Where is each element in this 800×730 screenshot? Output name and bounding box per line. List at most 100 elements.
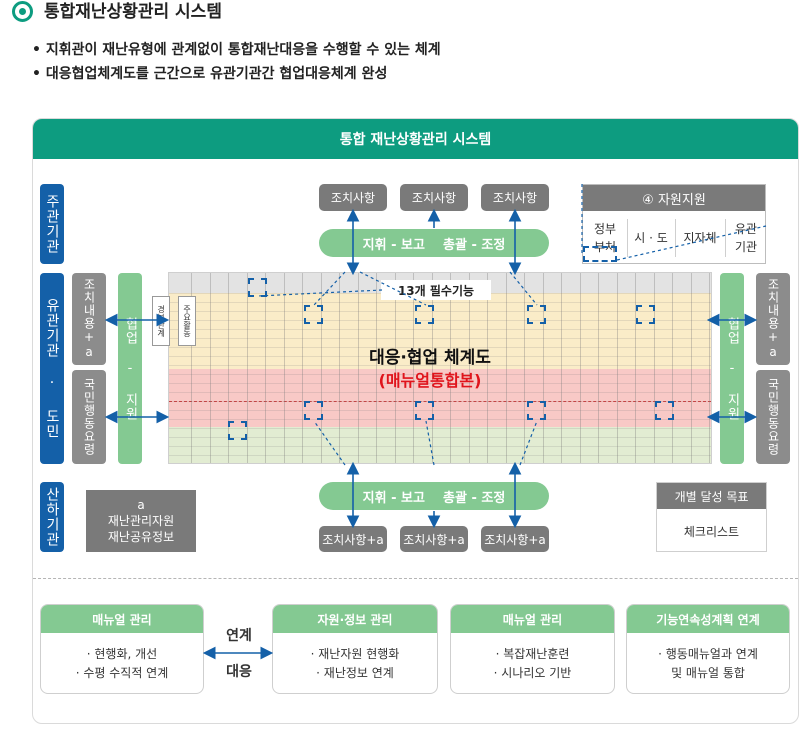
top-action-2: 조치사항 bbox=[400, 184, 468, 211]
matrix-grid-line bbox=[169, 383, 711, 384]
matrix-overlay-subtitle: (매뉴얼통합본) bbox=[378, 371, 482, 390]
resource-support-title: ④ 자원지원 bbox=[583, 185, 765, 211]
right-citizen-text: 국민행동요령 bbox=[766, 378, 780, 456]
matrix-grid-line bbox=[169, 302, 711, 303]
bottom-action-1: 조치사항+a bbox=[319, 526, 387, 552]
highlight-marker bbox=[655, 401, 674, 420]
side-label-sub-agency-text: 산하기관 bbox=[44, 487, 60, 547]
card-3-title: 매뉴얼 관리 bbox=[451, 605, 614, 633]
bullet-text-1: 지휘관이 재난유형에 관계없이 통합재난대응을 수행할 수 있는 체계 bbox=[32, 40, 441, 60]
card-4-line-2: 및 매뉴얼 통합 bbox=[671, 666, 745, 680]
left-citizen-text: 국민행동요령 bbox=[82, 378, 96, 456]
highlight-marker bbox=[527, 305, 546, 324]
matrix-grid-line bbox=[395, 273, 396, 463]
side-label-main-agency-text: 주관기관 bbox=[44, 194, 60, 254]
collaboration-matrix-image bbox=[168, 272, 712, 464]
matrix-grid-line bbox=[506, 273, 507, 463]
matrix-grid-line bbox=[598, 273, 599, 463]
bottom-action-3: 조치사항+a bbox=[481, 526, 549, 552]
highlight-marker bbox=[248, 278, 267, 297]
top-action-3: 조치사항 bbox=[481, 184, 549, 211]
matrix-grid-line bbox=[284, 273, 285, 463]
matrix-grid-line bbox=[561, 273, 562, 463]
goal-title: 개별 달성 목표 bbox=[657, 483, 766, 509]
left-support-bar: 협업 - 지원 bbox=[118, 273, 142, 464]
highlight-marker bbox=[527, 401, 546, 420]
matrix-grid-line bbox=[672, 273, 673, 463]
right-action-box: 조치내용+a bbox=[756, 273, 790, 365]
matrix-grid-line bbox=[358, 273, 359, 463]
card-4-body: · 행동매뉴얼과 연계 및 매뉴얼 통합 bbox=[627, 633, 789, 693]
matrix-grid-line bbox=[210, 273, 211, 463]
card-2-line-2: · 재난정보 연계 bbox=[316, 666, 394, 680]
main-activity-text: 주요활동 bbox=[182, 305, 192, 337]
matrix-grid-line bbox=[228, 273, 229, 463]
matrix-grid-line bbox=[321, 273, 322, 463]
card-4-title: 기능연속성계획 연계 bbox=[627, 605, 789, 633]
left-support-text: 협업 - 지원 bbox=[122, 316, 138, 421]
right-support-bar: 협업 - 지원 bbox=[720, 273, 744, 464]
right-action-text: 조치내용+a bbox=[766, 278, 780, 360]
left-action-text: 조치내용+a bbox=[82, 278, 96, 360]
essential-functions-label: 13개 필수기능 bbox=[381, 280, 491, 300]
matrix-grid-line bbox=[487, 273, 488, 463]
main-activity-label: 주요활동 bbox=[178, 296, 196, 346]
matrix-grid-line bbox=[247, 273, 248, 463]
individual-goal-box: 개별 달성 목표 체크리스트 bbox=[656, 482, 767, 552]
card-1-line-2: · 수평 수직적 연계 bbox=[75, 666, 169, 680]
matrix-grid-line bbox=[169, 455, 711, 456]
matrix-grid-line bbox=[169, 428, 711, 429]
left-action-box: 조치내용+a bbox=[72, 273, 106, 365]
response-label: 대응 bbox=[226, 664, 252, 680]
bottom-action-2: 조치사항+a bbox=[400, 526, 468, 552]
matrix-grid-line bbox=[432, 273, 433, 463]
side-label-main-agency: 주관기관 bbox=[40, 184, 64, 264]
card-2-title: 자원·정보 관리 bbox=[273, 605, 437, 633]
matrix-grid-line bbox=[169, 320, 711, 321]
matrix-grid-line bbox=[302, 273, 303, 463]
matrix-grid-line bbox=[169, 356, 711, 357]
left-citizen-box: 국민행동요령 bbox=[72, 370, 106, 464]
resource-support-box: ④ 자원지원 정부부처 시 · 도 지자체 유관기관 bbox=[582, 184, 766, 264]
matrix-grid-line bbox=[654, 273, 655, 463]
matrix-grid-line bbox=[691, 273, 692, 463]
bullet-text-2: 대응협업체계도를 근간으로 유관기관간 협업대응체계 완성 bbox=[32, 64, 388, 84]
goal-body: 체크리스트 bbox=[683, 524, 740, 539]
card-1-title: 매뉴얼 관리 bbox=[41, 605, 203, 633]
matrix-grid-line bbox=[469, 273, 470, 463]
matrix-grid-line bbox=[450, 273, 451, 463]
card-1-line-1: · 현행화, 개선 bbox=[86, 647, 158, 661]
matrix-grid-line bbox=[169, 446, 711, 447]
card-3-body: · 복잡재난훈련 · 시나리오 기반 bbox=[451, 633, 614, 693]
highlight-marker bbox=[415, 401, 434, 420]
highlight-marker bbox=[636, 305, 655, 324]
right-support-text: 협업 - 지원 bbox=[724, 316, 740, 421]
resource-item-3: 지자체 bbox=[683, 230, 717, 245]
matrix-grid-line bbox=[413, 273, 414, 463]
resource-item-2: 시 · 도 bbox=[634, 230, 668, 245]
side-label-sub-agency: 산하기관 bbox=[40, 482, 64, 552]
card-2-body: · 재난자원 현행화 · 재난정보 연계 bbox=[273, 633, 437, 693]
card-resource-info-management: 자원·정보 관리 · 재난자원 현행화 · 재난정보 연계 bbox=[272, 604, 438, 694]
top-action-1: 조치사항 bbox=[319, 184, 387, 211]
matrix-grid-line bbox=[169, 410, 711, 411]
card-3-line-1: · 복잡재난훈련 bbox=[495, 647, 570, 661]
resource-divider bbox=[627, 219, 628, 257]
matrix-grid-line bbox=[191, 273, 192, 463]
resource-divider bbox=[725, 219, 726, 257]
card-manual-management: 매뉴얼 관리 · 현행화, 개선 · 수평 수직적 연계 bbox=[40, 604, 204, 694]
right-citizen-box: 국민행동요령 bbox=[756, 370, 790, 464]
matrix-grid-line bbox=[169, 329, 711, 330]
sub-agency-line-3: 재난공유정보 bbox=[107, 530, 175, 544]
sub-agency-info-box: a 재난관리자원 재난공유정보 bbox=[86, 490, 196, 552]
matrix-grid-line bbox=[376, 273, 377, 463]
matrix-grid-line bbox=[580, 273, 581, 463]
matrix-overlay-title: 대응·협업 체계도 bbox=[369, 347, 491, 368]
matrix-grid-line bbox=[169, 338, 711, 339]
panel-title: 통합 재난상황관리 시스템 bbox=[33, 119, 798, 159]
highlight-marker bbox=[304, 305, 323, 324]
page-title: 통합재난상황관리 시스템 bbox=[44, 2, 222, 22]
section-divider bbox=[33, 578, 798, 579]
matrix-grid-line bbox=[169, 374, 711, 375]
matrix-grid-line bbox=[169, 311, 711, 312]
